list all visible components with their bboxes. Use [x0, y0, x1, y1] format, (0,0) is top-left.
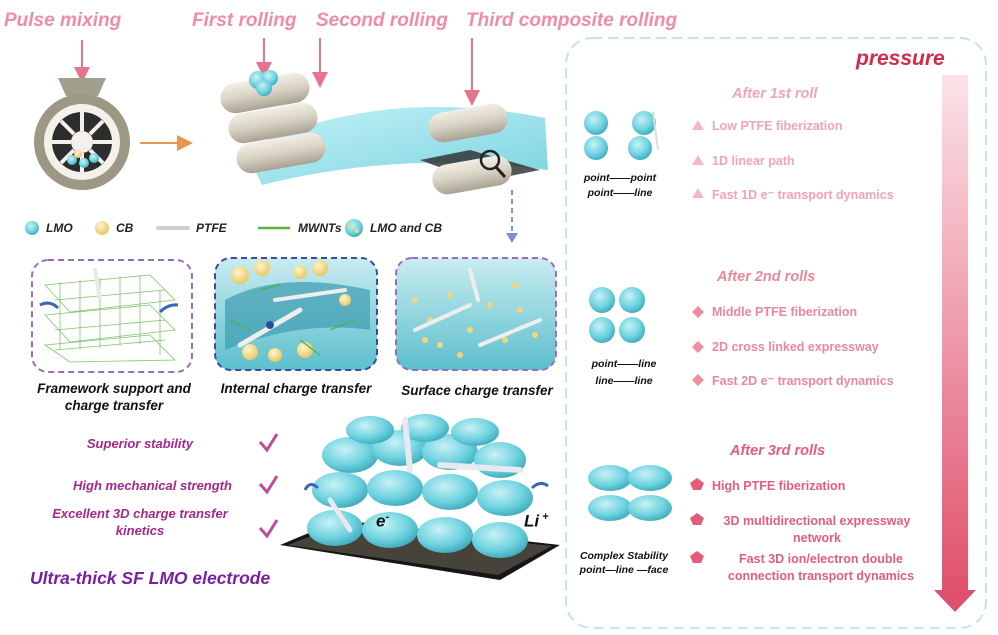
pressure-label: pressure — [856, 47, 945, 70]
lmo-legend-icon — [25, 221, 39, 235]
roll2-item-2: 2D cross linked expressway — [712, 340, 879, 354]
caption-framework: Framework support and charge transfer — [37, 381, 191, 413]
roll2-contact-2: line——line — [595, 375, 653, 387]
property-kinetics: Excellent 3D charge transfer kinetics — [52, 506, 228, 538]
rolling-machine-illustration — [220, 70, 548, 195]
caption-surface: Surface charge transfer — [401, 383, 553, 398]
magnifier-icon — [479, 149, 501, 171]
pressure-arrow-shaft — [942, 75, 968, 595]
legend-cb: CB — [116, 221, 134, 235]
roll2-bullets — [692, 306, 704, 386]
roll2-item-3: Fast 2D e⁻ transport dynamics — [712, 374, 894, 388]
legend-lmo-cb: LMO and CB — [370, 221, 442, 235]
roll1-title: After 1st roll — [732, 86, 818, 102]
step-pulse-mixing: Pulse mixing — [4, 10, 122, 31]
framework-panel-graphic — [31, 259, 193, 373]
roll1-contact-1: point——point — [583, 172, 657, 184]
roll1-item-1: Low PTFE fiberization — [712, 119, 843, 133]
step-second-rolling: Second rolling — [316, 10, 448, 31]
cluster-2nd-roll — [589, 287, 645, 343]
lmo-cb-legend-icon — [345, 219, 363, 237]
check-icon-2 — [258, 475, 279, 495]
roll1-bullets — [692, 120, 704, 198]
cb-legend-icon — [95, 221, 109, 235]
pressure-arrow-head — [934, 590, 976, 612]
check-icon-3 — [258, 519, 279, 539]
roll2-title: After 2nd rolls — [717, 269, 816, 285]
roll2-contact-1: point——line — [591, 358, 657, 370]
pulse-mixer-icon — [34, 78, 130, 190]
caption-internal: Internal charge transfer — [220, 381, 372, 396]
step-third-rolling: Third composite rolling — [466, 10, 678, 31]
property-mechanical: High mechanical strength — [73, 478, 232, 493]
roll1-item-3: Fast 1D e⁻ transport dynamics — [712, 188, 894, 202]
internal-panel-graphic — [214, 257, 378, 371]
roll1-item-2: 1D linear path — [712, 154, 795, 168]
cluster-1st-roll — [584, 111, 656, 160]
ultra-thick-electrode-illustration — [280, 414, 560, 580]
roll2-item-1: Middle PTFE fiberization — [712, 305, 858, 319]
legend-mwnts: MWNTs — [298, 221, 342, 235]
legend-lmo: LMO — [46, 221, 73, 235]
roll3-title: After 3rd rolls — [730, 443, 826, 459]
roll3-bullets — [690, 478, 704, 563]
roll3-contact-1: Complex Stability — [579, 550, 669, 562]
electron-label: e- — [376, 511, 390, 531]
surface-panel-graphic — [395, 257, 557, 371]
property-stability: Superior stability — [86, 436, 194, 451]
step-first-rolling: First rolling — [192, 10, 297, 31]
check-icon-1 — [258, 433, 279, 453]
roll3-item-2: 3D multidirectional expressway network — [723, 514, 911, 545]
electrode-title: Ultra-thick SF LMO electrode — [30, 568, 271, 588]
roll3-item-1: High PTFE fiberization — [712, 479, 846, 493]
roll1-contact-2: point——line — [587, 187, 653, 199]
roll3-contact-2: point—line —face — [579, 564, 669, 576]
cluster-3rd-roll — [588, 465, 672, 521]
legend-ptfe: PTFE — [196, 221, 227, 235]
lithium-ion-label: Li + — [524, 511, 549, 531]
right-panel-border — [565, 37, 987, 629]
roll3-item-3: Fast 3D ion/electron double connection t… — [727, 552, 915, 583]
